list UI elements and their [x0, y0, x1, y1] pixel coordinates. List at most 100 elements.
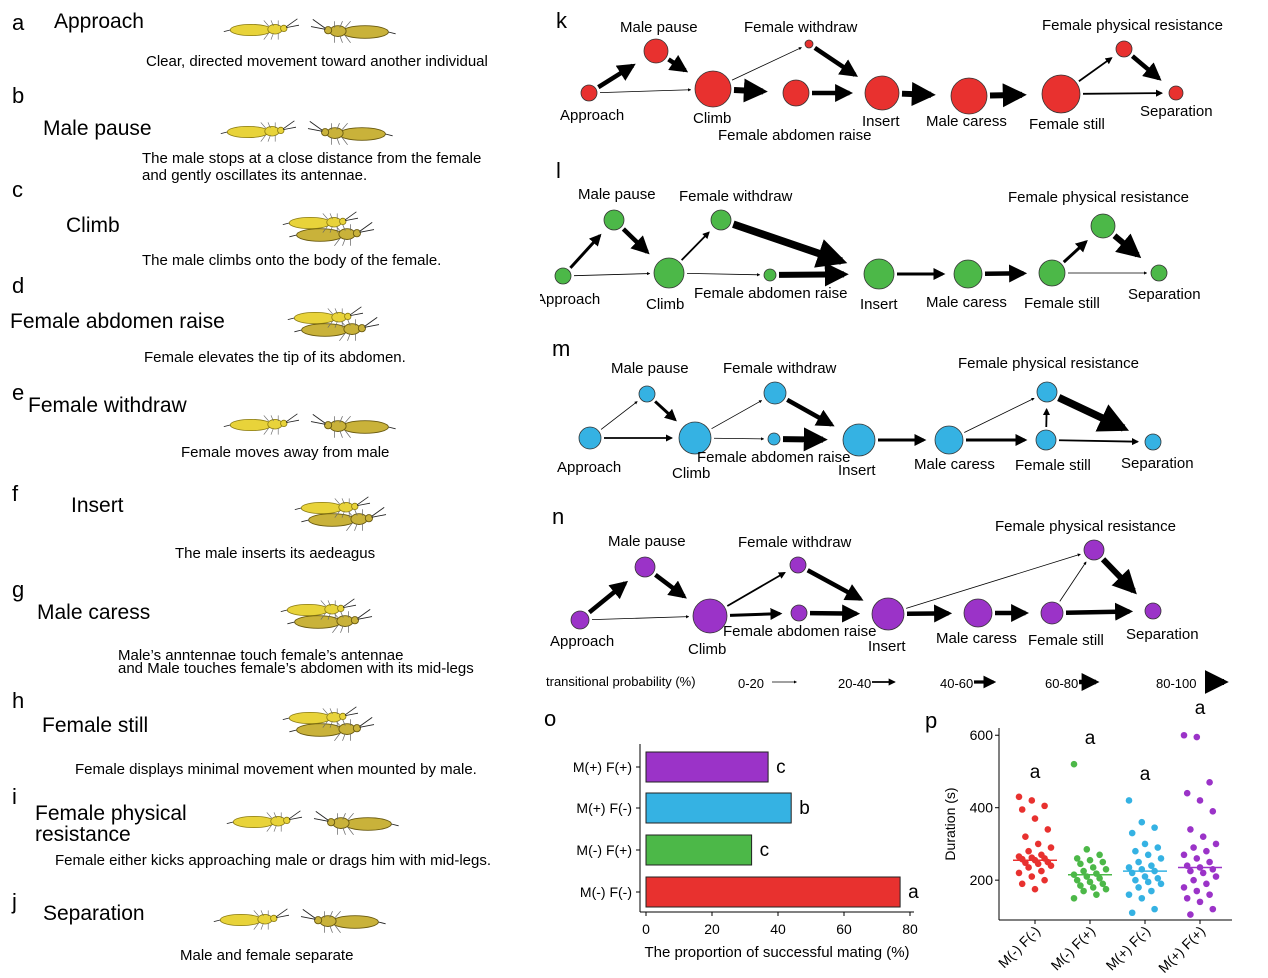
node-label-still: Female still [1015, 457, 1091, 474]
bar [645, 876, 901, 908]
data-point [1187, 826, 1194, 833]
data-point [1180, 884, 1188, 891]
behavior-title-line: Female physical [35, 802, 187, 825]
node-resist [1036, 381, 1058, 403]
node-caress [950, 77, 988, 115]
node-sep [1168, 85, 1184, 101]
data-point [1080, 867, 1087, 875]
data-point [1093, 891, 1100, 898]
node-label-still: Female still [1028, 632, 1104, 649]
behavior-description: Male’s anntennae touch female’s antennae… [118, 647, 474, 677]
node-climb [694, 70, 732, 108]
node-caress [953, 259, 983, 289]
node-resist [1115, 40, 1133, 58]
data-point [1148, 887, 1155, 895]
data-point [1038, 867, 1045, 875]
data-point [1025, 864, 1032, 871]
node-caress [934, 425, 964, 455]
node-label-withdraw: Female withdraw [723, 360, 837, 377]
insect-icon [280, 598, 357, 620]
insect-icon [289, 222, 375, 247]
transition-arrow [1058, 438, 1140, 446]
data-point [1157, 880, 1165, 888]
node-label-sep: Separation [1128, 286, 1201, 303]
node-climb [653, 257, 685, 289]
insect-icon [287, 306, 364, 328]
data-point [1206, 779, 1213, 786]
data-point [1212, 873, 1220, 880]
node-label-sep: Separation [1140, 103, 1213, 120]
insect-illustration [213, 908, 386, 934]
data-point [1132, 847, 1139, 855]
y-tick-label: 400 [970, 800, 994, 816]
data-point [1077, 882, 1084, 889]
behavior-title-line: Climb [66, 214, 120, 237]
x-tick-label: M(-) F(+) [1047, 923, 1098, 974]
transition-arrow [964, 397, 1035, 433]
x-axis-label: The proportion of successful mating (%) [644, 944, 909, 961]
node-still [1040, 601, 1064, 625]
description-line: Male’s anntennae touch female’s antennae [118, 647, 404, 664]
transition-arrow [989, 83, 1027, 108]
panel-letter-l: l [556, 158, 561, 183]
data-point [1196, 797, 1204, 804]
bar [645, 792, 792, 824]
data-point [1086, 856, 1094, 864]
y-tick-label: 200 [970, 872, 994, 888]
description-line: The male stops at a close distance from … [142, 150, 482, 167]
data-point [1041, 876, 1048, 884]
insect-icon [294, 496, 371, 518]
node-withdraw [804, 39, 814, 49]
transition-arrow [1112, 233, 1142, 259]
node-label-still: Female still [1029, 116, 1105, 133]
data-point [1209, 905, 1217, 913]
panel-letter-d: d [12, 273, 25, 298]
node-label-abdomen: Female abdomen raise [723, 623, 876, 640]
transition-arrow [731, 47, 802, 81]
node-pause [643, 38, 669, 64]
data-point [1138, 894, 1146, 902]
data-point [1203, 847, 1210, 855]
node-pause [603, 209, 625, 231]
transition-arrow [1062, 239, 1088, 264]
transition-arrow [729, 607, 783, 620]
data-point [1135, 858, 1142, 866]
significance-letter: a [1195, 700, 1206, 719]
data-point [1190, 844, 1197, 851]
node-insert [842, 423, 876, 457]
node-pause [634, 556, 656, 578]
data-point [1086, 878, 1094, 886]
legend-bin-label: 40-60 [940, 676, 973, 691]
description-line: Female elevates the tip of its abdomen. [144, 349, 406, 366]
node-label-abdomen: Female abdomen raise [718, 127, 871, 144]
panel-letter-a: a [12, 10, 25, 35]
behavior-description: The male climbs onto the body of the fem… [142, 252, 441, 269]
data-point [1102, 885, 1110, 893]
insect-illustration [282, 211, 375, 247]
node-label-still: Female still [1024, 295, 1100, 312]
insect-icon [223, 413, 300, 435]
behavior-title-line: Separation [43, 902, 145, 925]
node-approach [554, 267, 572, 285]
significance-letter: a [1085, 728, 1096, 749]
behavior-title: Climb [66, 214, 120, 238]
data-point [1022, 859, 1029, 867]
transition-arrow [1100, 557, 1137, 595]
node-resist [1090, 213, 1116, 239]
panel-letter-o: o [544, 706, 556, 731]
behavior-title: Male pause [43, 117, 152, 141]
transition-arrow [813, 46, 859, 77]
insect-illustration [282, 706, 375, 742]
behavior-description: The male inserts its aedeagus [175, 545, 375, 562]
data-point [1044, 826, 1052, 833]
behavior-description: Male and female separate [180, 947, 353, 964]
transition-arrow [732, 220, 848, 268]
data-point [1193, 733, 1201, 741]
transition-arrow [573, 272, 651, 277]
data-point [1151, 824, 1158, 831]
insect-illustration [223, 18, 396, 44]
behavior-description: Clear, directed movement toward another … [146, 53, 488, 70]
description-line: and Male touches female’s abdomen with i… [118, 660, 474, 677]
